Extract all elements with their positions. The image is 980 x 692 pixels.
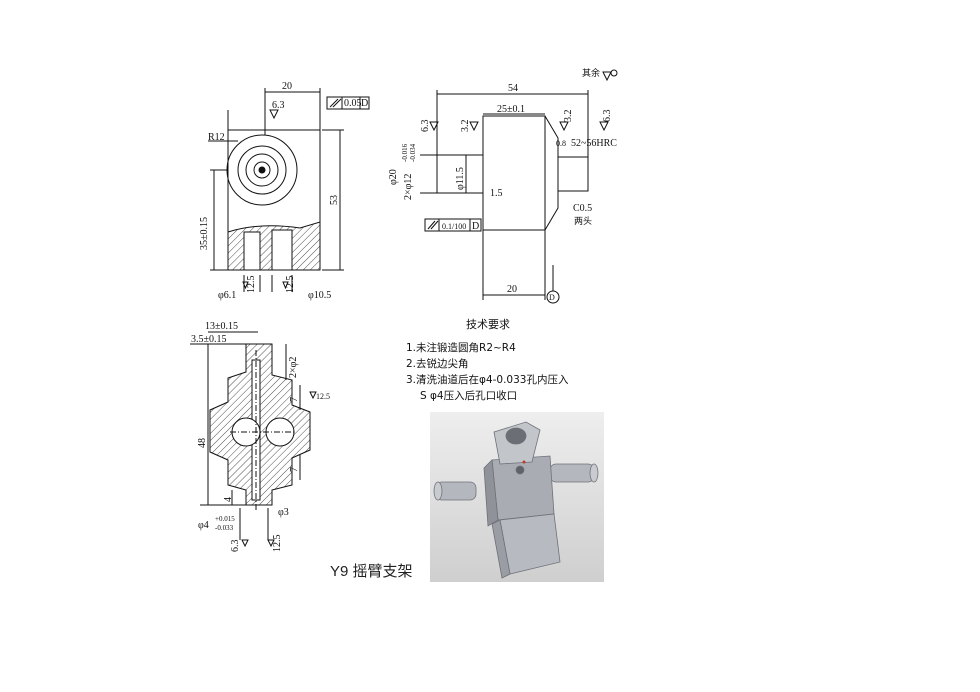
front-height-hole: 35±0.15 [199, 217, 210, 250]
side-rough-d: 6.3 [602, 110, 613, 123]
section-dim-13: 13±0.15 [205, 321, 238, 332]
requirements-title: 技术要求 [466, 318, 510, 331]
front-dia-left: φ6.1 [218, 290, 236, 301]
section-dia-4: φ4 [198, 520, 209, 531]
section-view [190, 331, 317, 548]
section-rough-125: 12.5 [316, 392, 330, 401]
side-hardness: 52~56HRC [571, 138, 617, 149]
side-small-08: 0.8 [556, 139, 566, 148]
side-parallel-tol: 0.1/100 [442, 222, 466, 231]
side-rough-b: 3.2 [460, 120, 471, 133]
front-view [208, 88, 370, 292]
3d-model-render [430, 412, 604, 582]
front-height-total: 53 [329, 195, 340, 205]
side-bore: φ11.5 [455, 167, 466, 190]
section-dim-2phi2: 2×φ2 [288, 357, 299, 378]
side-rough-c: 3.2 [563, 110, 574, 123]
side-shaft-tol-bot: -0.034 [409, 143, 417, 162]
front-dim-width: 20 [282, 81, 292, 92]
front-rough-right: 12.5 [285, 276, 296, 294]
section-dim-7b: 7 [289, 467, 300, 472]
section-dia-4-tol-bot: -0.033 [215, 524, 234, 532]
requirement-3: 3.清洗油道后在φ4-0.033孔内压入 [406, 374, 569, 386]
side-length: 54 [508, 83, 518, 94]
side-both-ends: 两头 [574, 216, 592, 227]
side-bottom-width: 20 [507, 284, 517, 295]
front-datum: D [361, 98, 368, 109]
front-rough-left: 12.5 [246, 276, 257, 294]
side-view [420, 69, 618, 304]
section-dim-7a: 7 [289, 397, 300, 402]
section-dia-3: φ3 [278, 507, 289, 518]
drawing-caption: Y9 摇臂支架 [330, 563, 413, 580]
section-dia-4-tol-top: +0.015 [215, 515, 235, 523]
front-radius: R12 [208, 132, 225, 143]
front-parallel-tol: 0.05 [344, 98, 362, 109]
side-chamfer: C0.5 [573, 203, 592, 214]
section-dim-4: 4 [223, 497, 234, 502]
side-shaft-dia: 2×φ12 [403, 174, 414, 200]
front-dia-right: φ10.5 [308, 290, 331, 301]
section-dim-35: 3.5±0.15 [191, 334, 227, 345]
side-middle: 25±0.1 [497, 104, 525, 115]
surface-mark: 其余 [582, 67, 600, 79]
side-datum-bottom: D [549, 293, 555, 302]
section-rough-125b: 12.5 [272, 535, 283, 553]
section-dim-48: 48 [197, 438, 208, 448]
side-rough-a: 6.3 [420, 120, 431, 133]
side-dia20: φ20 [388, 169, 399, 185]
front-rough-top: 6.3 [272, 100, 285, 111]
side-shaft-tol-top: -0.016 [401, 143, 409, 162]
requirement-4: S φ4压入后孔口收口 [420, 390, 518, 402]
requirement-1: 1.未注锻造圆角R2~R4 [406, 342, 516, 354]
side-step: 1.5 [490, 188, 503, 199]
requirement-2: 2.去锐边尖角 [406, 358, 469, 370]
side-datum: D [472, 221, 479, 232]
section-rough-63: 6.3 [230, 540, 241, 553]
